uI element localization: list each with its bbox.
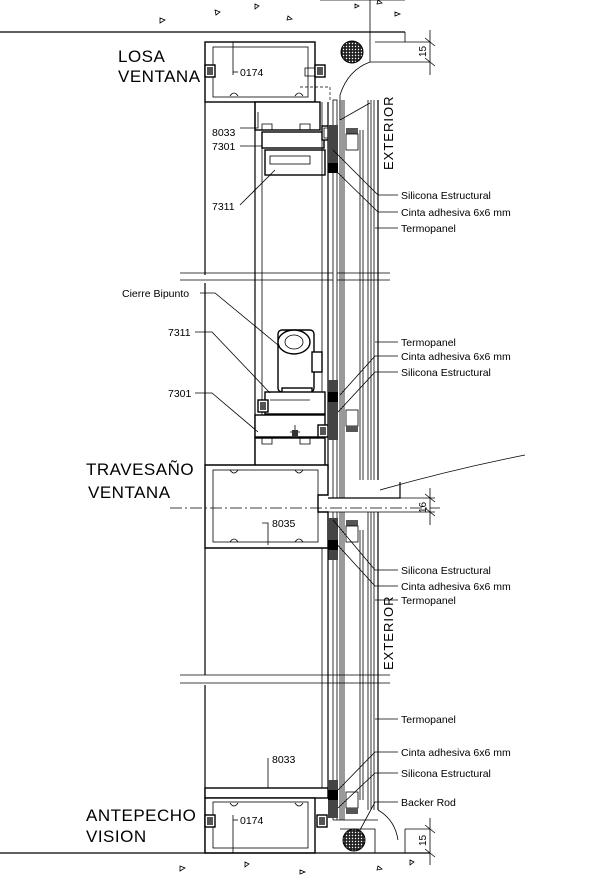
callout-upper-mid-termopanel: Termopanel: [401, 337, 456, 349]
dimension-bottom-value: 15: [418, 834, 429, 846]
section-middle-line1: TRAVESAÑO: [86, 460, 194, 479]
termopanel-lower: [332, 512, 379, 820]
callout-lower-mid-silicona: Silicona Estructural: [401, 565, 491, 577]
section-middle-line2: VENTANA: [88, 483, 171, 502]
cierre-bipunto-hardware: [277, 329, 323, 403]
backer-rod-bottom: [342, 828, 366, 852]
bottom-slab: [0, 828, 430, 875]
callout-bottom-cinta: Cinta adhesiva 6x6 mm: [401, 747, 511, 759]
profile-8033-bottom: [204, 787, 329, 799]
dimension-top: 15: [418, 30, 436, 75]
structural-silicone-mid-upper: [328, 380, 338, 440]
label-7301-mid: 7301: [168, 388, 192, 400]
profile-7311-mid: [264, 391, 326, 415]
callout-lower-mid-termopanel: Termopanel: [401, 595, 456, 607]
glass-spacer-top: [345, 128, 359, 151]
exterior-label-top: EXTERIOR: [381, 96, 396, 170]
label-cierre-bipunto: Cierre Bipunto: [122, 288, 189, 300]
callout-lower-termopanel: Termopanel: [401, 714, 456, 726]
callout-bottom-silicona: Silicona Estructural: [401, 768, 491, 780]
structural-silicone-top: [328, 125, 338, 173]
label-7301-top: 7301: [212, 141, 236, 153]
dimension-middle: 16: [400, 488, 436, 525]
profile-0174-bottom: [204, 797, 316, 854]
dimension-middle-value: 16: [418, 501, 429, 513]
glass-spacer-mid-lower: [345, 520, 359, 543]
break-line-upper: [180, 272, 390, 281]
section-bottom-line2: VISION: [86, 827, 147, 846]
callout-top-silicona: Silicona Estructural: [401, 190, 491, 202]
section-bottom-line1: ANTEPECHO: [86, 806, 196, 825]
clip-bottom-left: [204, 814, 216, 828]
label-8033-top: 8033: [212, 127, 236, 139]
clip-top-left: [204, 64, 216, 78]
callout-top-cinta: Cinta adhesiva 6x6 mm: [401, 207, 511, 219]
profile-0174-top: [204, 41, 331, 103]
backer-rod-top: [340, 40, 364, 64]
profile-8035-upper-lip: [254, 437, 326, 467]
label-0174-bottom: 0174: [240, 815, 264, 827]
dimension-bottom: 15: [418, 818, 436, 865]
dimension-top-value: 15: [418, 45, 429, 57]
structural-silicone-mid-lower: [328, 518, 338, 560]
callout-upper-mid-silicona: Silicona Estructural: [401, 367, 491, 379]
label-0174-top: 0174: [240, 67, 264, 79]
top-slab: [0, 0, 430, 121]
leader-lines: [195, 71, 398, 831]
profile-7301-mid: [254, 399, 329, 443]
section-top-line1: LOSA: [118, 47, 166, 66]
label-8033-bottom: 8033: [272, 754, 296, 766]
clip-top-right: [314, 64, 326, 78]
clip-bottom-right: [316, 814, 328, 828]
profile-8033-top: [254, 101, 321, 131]
label-7311-top: 7311: [212, 201, 235, 213]
callout-lower-mid-cinta: Cinta adhesiva 6x6 mm: [401, 581, 511, 593]
label-7311-mid: 7311: [168, 327, 191, 339]
label-8035: 8035: [272, 518, 296, 530]
callout-bottom-backer-rod: Backer Rod: [401, 797, 456, 809]
termopanel-upper: [332, 99, 379, 499]
structural-silicone-bottom: [328, 780, 338, 818]
exterior-label-bottom: EXTERIOR: [381, 596, 396, 670]
section-top-line2: VENTANA: [118, 67, 201, 86]
profile-7311-top: [264, 149, 326, 176]
callout-top-termopanel: Termopanel: [401, 223, 456, 235]
glass-spacer-mid-upper: [345, 409, 359, 432]
break-line-lower: [180, 674, 390, 684]
profile-8035: [204, 464, 329, 549]
glass-bottom-edge: [333, 809, 399, 841]
callout-upper-mid-cinta: Cinta adhesiva 6x6 mm: [401, 351, 511, 363]
